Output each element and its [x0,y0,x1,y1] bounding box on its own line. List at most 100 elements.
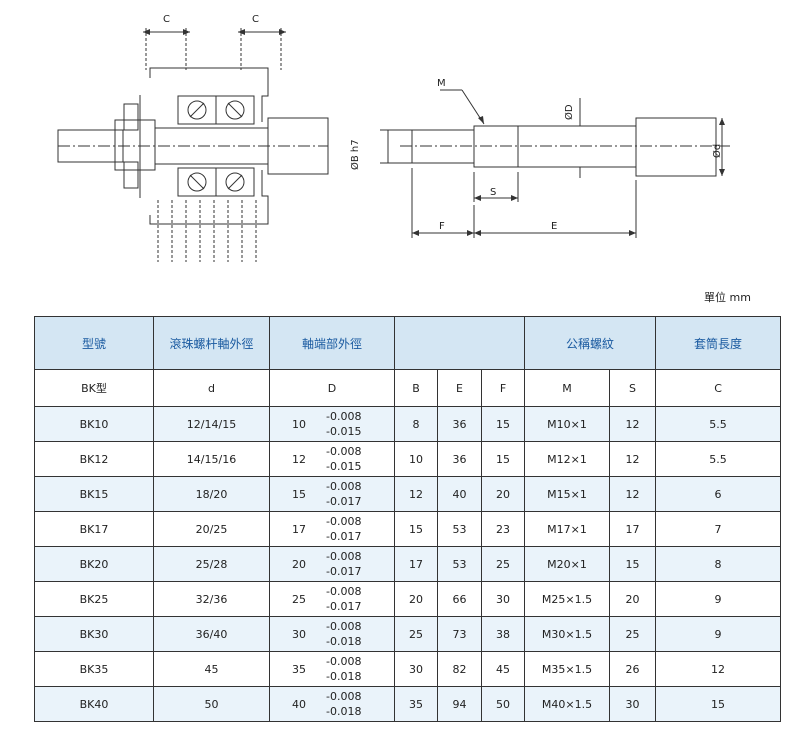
cell-model: BK12 [34,441,154,477]
cell-D: 30-0.008-0.018 [269,616,395,652]
cell-C: 9 [655,581,782,617]
cell-B: 15 [394,511,438,547]
d-nominal: 35 [292,663,306,676]
cell-model: BK17 [34,511,154,547]
cell-C: 12 [655,651,782,687]
spec-table: 型號 滾珠螺杆軸外徑 軸端部外徑 公稱螺紋 套筒長度 BK型 d D B E F… [34,316,782,722]
header-blank [393,316,526,370]
d-upper-tol: -0.008 [326,515,362,528]
cell-M: M15×1 [524,476,611,512]
cell-model: BK15 [34,476,154,512]
d-upper-tol: -0.008 [326,480,362,493]
cell-S: 17 [609,511,657,547]
d-nominal: 15 [292,488,306,501]
cell-C: 9 [655,616,782,652]
label-d-big: ØD [563,104,575,120]
d-nominal: 40 [292,698,306,711]
cell-E: 53 [437,546,482,582]
cell-M: M25×1.5 [524,581,611,617]
d-upper-tol: -0.008 [326,410,362,423]
cell-D: 15-0.008-0.017 [269,476,395,512]
label-s: S [490,187,496,198]
d-upper-tol: -0.008 [326,690,362,703]
cell-D: 40-0.008-0.018 [269,686,395,722]
label-f: F [439,221,445,232]
cell-d: 25/28 [153,546,270,582]
cell-M: M30×1.5 [524,616,611,652]
cell-C: 6 [655,476,782,512]
d-lower-tol: -0.017 [326,530,362,543]
cell-E: 36 [437,441,482,477]
d-upper-tol: -0.008 [326,445,362,458]
cell-C: 5.5 [655,406,782,442]
cell-B: 35 [394,686,438,722]
cell-C: 15 [655,686,782,722]
cell-B: 20 [394,581,438,617]
cell-D: 20-0.008-0.017 [269,546,395,582]
cell-M: M10×1 [524,406,611,442]
cell-F: 23 [480,511,526,547]
label-b-h7: ØB h7 [349,139,361,170]
sub-B: B [394,369,438,407]
cell-F: 15 [480,406,526,442]
header-sleeve: 套筒長度 [655,316,782,370]
cell-S: 25 [609,616,657,652]
cell-d: 36/40 [153,616,270,652]
sub-M: M [524,369,611,407]
cell-B: 8 [394,406,438,442]
d-nominal: 10 [292,418,306,431]
cell-C: 8 [655,546,782,582]
cell-F: 15 [480,441,526,477]
cell-model: BK20 [34,546,154,582]
header-end-od: 軸端部外徑 [269,316,395,370]
cell-B: 12 [394,476,438,512]
cell-M: M17×1 [524,511,611,547]
cell-S: 30 [609,686,657,722]
d-lower-tol: -0.015 [326,425,362,438]
header-model: 型號 [34,316,154,370]
header-screw-od: 滾珠螺杆軸外徑 [153,316,270,370]
cell-d: 18/20 [153,476,270,512]
cell-C: 5.5 [655,441,782,477]
cell-E: 40 [437,476,482,512]
cell-F: 30 [480,581,526,617]
cell-B: 10 [394,441,438,477]
cell-C: 7 [655,511,782,547]
label-d-small: Ød [711,144,723,158]
d-nominal: 12 [292,453,306,466]
cell-S: 20 [609,581,657,617]
cell-d: 12/14/15 [153,406,270,442]
cell-model: BK35 [34,651,154,687]
cell-d: 20/25 [153,511,270,547]
d-lower-tol: -0.018 [326,670,362,683]
sub-D: D [269,369,395,407]
d-upper-tol: -0.008 [326,655,362,668]
cell-D: 12-0.008-0.015 [269,441,395,477]
label-c-right: C [252,14,259,25]
cell-D: 25-0.008-0.017 [269,581,395,617]
technical-drawing: C C ØB h7 M ØD Ød S F E [57,14,730,262]
cell-D: 10 -0.008 -0.015 [269,406,395,442]
cell-F: 20 [480,476,526,512]
sub-model: BK型 [34,369,154,407]
cell-M: M12×1 [524,441,611,477]
group-header-row: 型號 滾珠螺杆軸外徑 軸端部外徑 公稱螺紋 套筒長度 [34,316,782,370]
unit-label: 單位 mm [704,291,751,304]
sub-header-row: BK型 d D B E F M S C [34,369,782,407]
cell-S: 12 [609,441,657,477]
d-upper-tol: -0.008 [326,620,362,633]
sub-d: d [153,369,270,407]
sub-E: E [437,369,482,407]
cell-D: 17-0.008-0.017 [269,511,395,547]
cell-d: 50 [153,686,270,722]
cell-d: 45 [153,651,270,687]
cell-S: 15 [609,546,657,582]
d-upper-tol: -0.008 [326,550,362,563]
